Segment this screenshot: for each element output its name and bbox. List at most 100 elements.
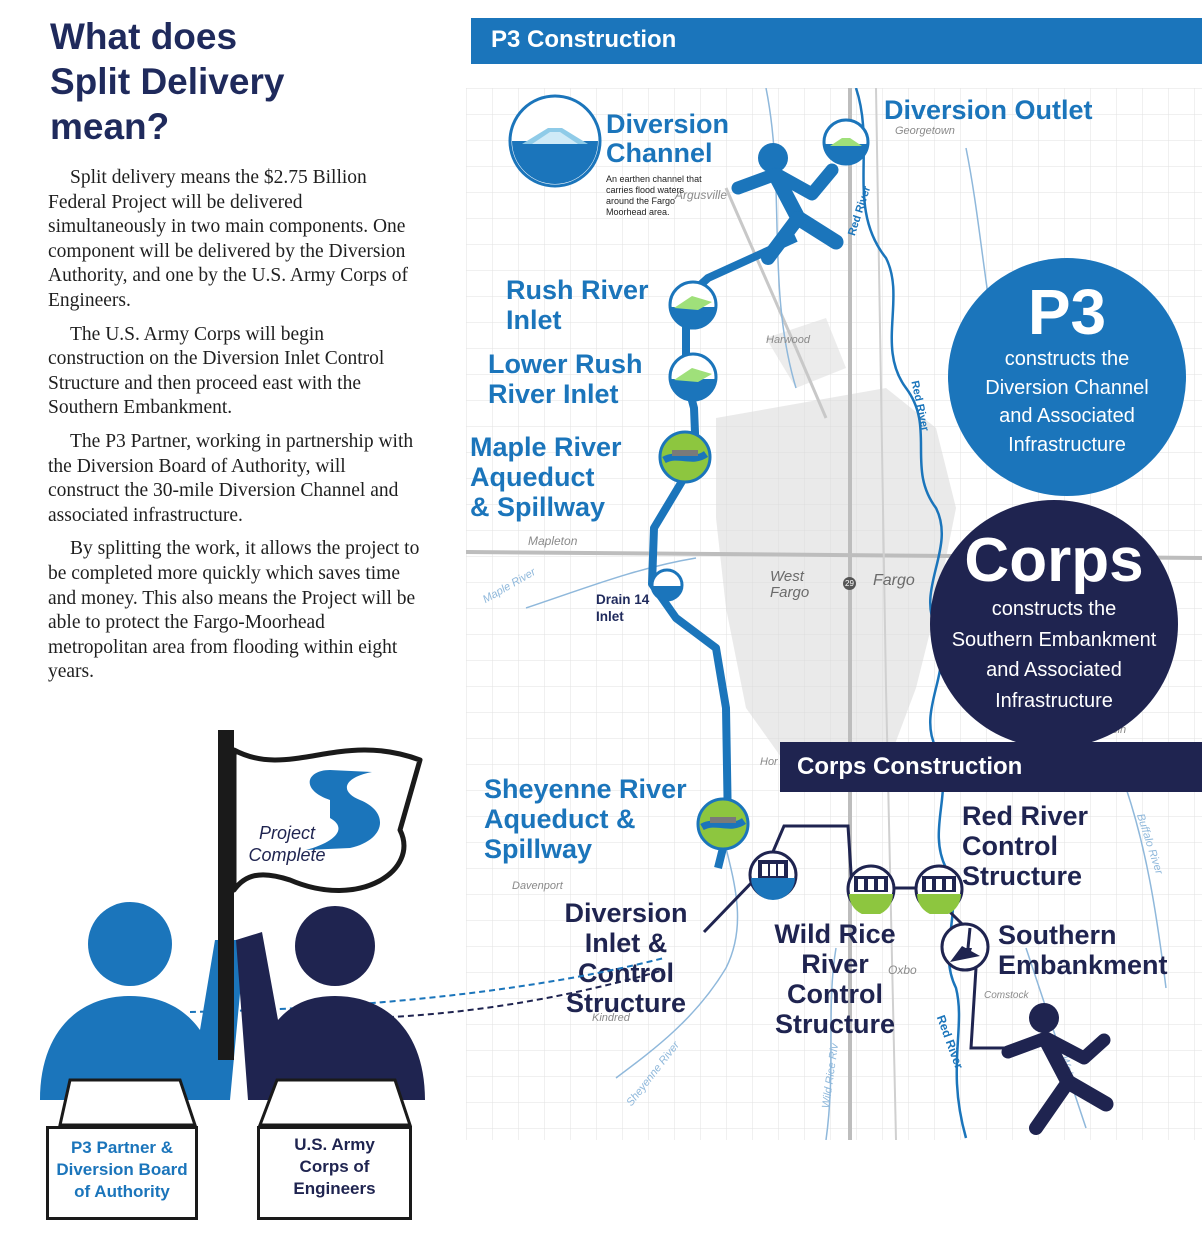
label-drain-1: Drain 14	[596, 592, 650, 607]
label-drain-2: Inlet	[596, 609, 624, 624]
label-lower-rush-river-inlet: Lower Rush River Inlet	[488, 349, 643, 409]
label-inlet-4: Structure	[565, 988, 687, 1018]
label-wild-2: River	[801, 949, 869, 979]
p3-circle-line-1: constructs the	[1004, 348, 1130, 370]
label-lower-1: Lower Rush	[488, 349, 643, 379]
running-person-navy-icon	[1001, 1003, 1114, 1135]
label-drain-14-inlet: Drain 14 Inlet	[596, 591, 649, 625]
label-wild-4: Structure	[774, 1009, 896, 1039]
label-maple-3: & Spillway	[470, 492, 606, 522]
paragraph-1: Split delivery means the $2.75 Billion F…	[48, 167, 408, 311]
paragraph-4: By splitting the work, it allows the pro…	[48, 538, 420, 683]
army-corps-box: U.S. Army Corps of Engineers	[257, 1126, 412, 1220]
flag-line-2: Complete	[248, 845, 326, 865]
corps-info-circle: Corps constructs the Southern Embankment…	[930, 500, 1178, 748]
flag-project-complete-text: Project Complete	[232, 822, 342, 866]
label-sheyenne-1: Sheyenne River	[484, 774, 687, 804]
corps-circle-line-1: constructs the	[991, 598, 1117, 620]
corps-circle-line-2: Southern Embankment	[951, 628, 1157, 651]
label-wild-3: Control	[787, 979, 883, 1009]
red-river-control-structure-icon	[914, 864, 964, 914]
label-red-river-control-structure: Red River Control Structure	[962, 801, 1088, 891]
lower-rush-river-inlet-icon	[668, 352, 718, 402]
box-corps-line-3: Engineers	[293, 1179, 376, 1198]
paragraph-3: The P3 Partner, working in partnership w…	[48, 430, 414, 526]
drain-14-inlet-icon	[650, 568, 684, 602]
label-wild-rice-control-structure: Wild Rice River Control Structure	[770, 919, 900, 1039]
corps-circle-line-4: Infrastructure	[995, 689, 1113, 712]
running-person-icon	[731, 143, 844, 265]
label-inlet-1: Diversion	[564, 898, 688, 928]
p3-circle-title: P3	[1027, 276, 1107, 348]
box-p3-line-1: P3 Partner &	[70, 1138, 174, 1157]
page-title: What does Split Delivery mean?	[50, 14, 450, 149]
town-davenport: Davenport	[512, 880, 563, 892]
p3-construction-banner: P3 Construction	[471, 18, 1202, 64]
label-lower-2: River Inlet	[488, 379, 619, 409]
label-rush-2: Inlet	[506, 305, 562, 335]
town-argusville: Argusville	[675, 188, 728, 202]
label-maple-river-aqueduct: Maple River Aqueduct & Spillway	[470, 432, 622, 522]
wild-rice-control-structure-icon	[846, 864, 896, 914]
label-wild-1: Wild Rice	[774, 919, 896, 949]
label-southern-embankment: Southern Embankment	[998, 920, 1168, 980]
maple-river-aqueduct-icon	[658, 430, 712, 484]
label-redctrl-3: Structure	[962, 861, 1083, 891]
label-diversion-channel-2: Channel	[606, 138, 713, 168]
label-rush-1: Rush River	[506, 275, 649, 305]
town-kindred: Kindred	[592, 1012, 630, 1024]
town-horace: Hor	[760, 756, 778, 768]
p3-circle-line-3: and Associated	[999, 405, 1135, 427]
channel-description: An earthen channel that carries flood wa…	[606, 174, 702, 217]
box-p3-line-3: of Authority	[74, 1182, 170, 1201]
town-georgetown: Georgetown	[895, 125, 955, 137]
p3-circle-line-2: Diversion Channel	[985, 376, 1149, 399]
rush-river-inlet-icon	[668, 280, 718, 330]
label-maple-2: Aqueduct	[470, 462, 595, 492]
town-fargo: Fargo	[873, 572, 915, 589]
southern-embankment-icon	[940, 922, 990, 972]
label-inlet-3: Control	[578, 958, 674, 988]
urban-area	[716, 388, 956, 778]
partners-illustration	[40, 730, 665, 1127]
town-west-fargo: West Fargo	[770, 569, 809, 601]
label-maple-1: Maple River	[470, 432, 622, 462]
town-comstock: Comstock	[984, 990, 1029, 1001]
p3-partner-box: P3 Partner & Diversion Board of Authorit…	[46, 1126, 198, 1220]
town-oxbow: Oxbo	[888, 963, 917, 977]
body-text: Split delivery means the $2.75 Billion F…	[48, 166, 420, 694]
flag	[231, 747, 423, 893]
label-sheyenne-3: Spillway	[484, 834, 593, 864]
sheyenne-river-aqueduct-icon	[696, 797, 750, 851]
diversion-outlet-icon	[822, 118, 870, 166]
town-harwood: Harwood	[766, 334, 811, 346]
label-sheyenne-2: Aqueduct &	[484, 804, 636, 834]
label-diversion-inlet-control-structure: Diversion Inlet & Control Structure	[562, 898, 690, 1018]
p3-info-circle: P3 constructs the Diversion Channel and …	[948, 258, 1186, 496]
label-redctrl-2: Control	[962, 831, 1058, 861]
box-corps-line-2: Corps of	[299, 1157, 370, 1176]
label-southern-2: Embankment	[998, 950, 1168, 980]
label-rush-river-inlet: Rush River Inlet	[506, 275, 649, 335]
title-line-1: What does	[50, 16, 238, 57]
diversion-channel-icon	[508, 94, 602, 188]
diversion-inlet-structure-icon	[748, 850, 798, 900]
paragraph-2: The U.S. Army Corps will begin construct…	[48, 323, 385, 419]
corps-circle-title: Corps	[964, 526, 1144, 595]
title-line-2: Split Delivery	[50, 61, 285, 102]
label-diversion-channel-1: Diversion	[606, 109, 730, 139]
town-west-fargo-2: Fargo	[770, 584, 810, 601]
corps-construction-banner: Corps Construction	[780, 742, 1202, 792]
box-corps-line-1: U.S. Army	[294, 1135, 375, 1154]
label-southern-1: Southern	[998, 920, 1117, 950]
label-inlet-2: Inlet &	[584, 928, 668, 958]
town-mapleton: Mapleton	[528, 534, 578, 548]
interstate-29-shield: 29	[843, 577, 856, 590]
title-line-3: mean?	[50, 106, 170, 147]
label-sheyenne-river-aqueduct: Sheyenne River Aqueduct & Spillway	[484, 774, 687, 864]
flag-line-1: Project	[258, 823, 316, 843]
corps-circle-line-3: and Associated	[986, 659, 1122, 681]
p3-circle-line-4: Infrastructure	[1008, 433, 1126, 456]
label-diversion-outlet: Diversion Outlet	[884, 95, 1093, 125]
town-west-fargo-1: West	[770, 568, 804, 585]
